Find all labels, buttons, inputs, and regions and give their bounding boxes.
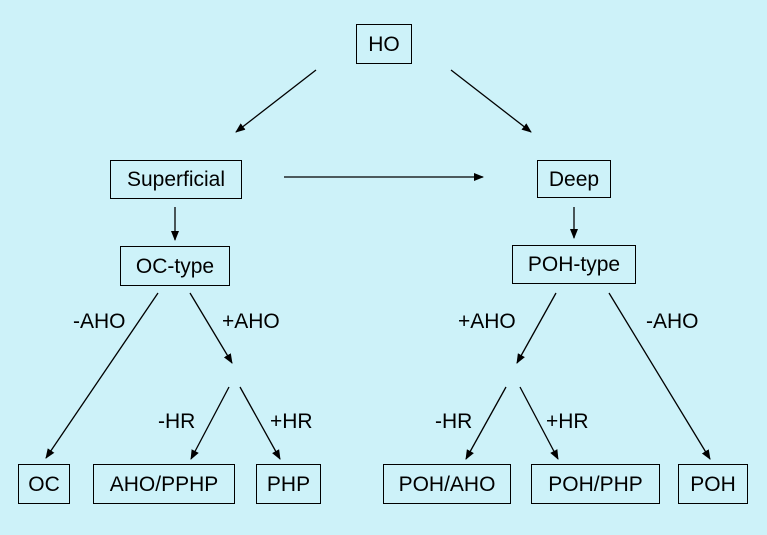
node-aho-pphp: AHO/PPHP <box>93 464 235 504</box>
node-poh: POH <box>678 464 748 504</box>
edge-label-oc-minus-aho: -AHO <box>73 310 126 333</box>
arrow-branch-to-aho-pphp <box>190 386 230 460</box>
arrow-branch-to-poh-aho <box>465 386 507 460</box>
edge-label-poh-minus-aho: -AHO <box>646 310 699 333</box>
edge-label-oc-plus-aho: +AHO <box>222 310 280 333</box>
arrow-oc-type-to-branch <box>189 292 233 364</box>
node-poh-type: POH-type <box>512 245 636 284</box>
arrow-poh-type-to-branch <box>516 292 557 364</box>
node-poh-php: POH/PHP <box>531 464 660 504</box>
arrow-branch-to-php <box>239 386 281 460</box>
arrow-oc-type-to-oc <box>45 292 159 459</box>
arrow-poh-type-to-poh <box>608 292 711 460</box>
node-deep: Deep <box>537 160 611 198</box>
node-php: PHP <box>256 464 321 504</box>
node-poh-aho: POH/AHO <box>383 464 511 504</box>
node-oc-type: OC-type <box>120 246 230 286</box>
edge-label-oc-plus-hr: +HR <box>270 410 313 433</box>
arrow-ho-to-deep <box>450 69 532 133</box>
edge-label-oc-minus-hr: -HR <box>158 410 196 433</box>
edge-label-poh-plus-aho: +AHO <box>458 310 516 333</box>
arrow-ho-to-superficial <box>235 69 317 133</box>
node-superficial: Superficial <box>110 160 242 199</box>
edge-label-poh-minus-hr: -HR <box>435 410 473 433</box>
edge-label-poh-plus-hr: +HR <box>546 410 589 433</box>
node-oc: OC <box>18 464 70 504</box>
node-ho: HO <box>356 24 412 64</box>
arrow-branch-to-poh-php <box>519 386 559 460</box>
